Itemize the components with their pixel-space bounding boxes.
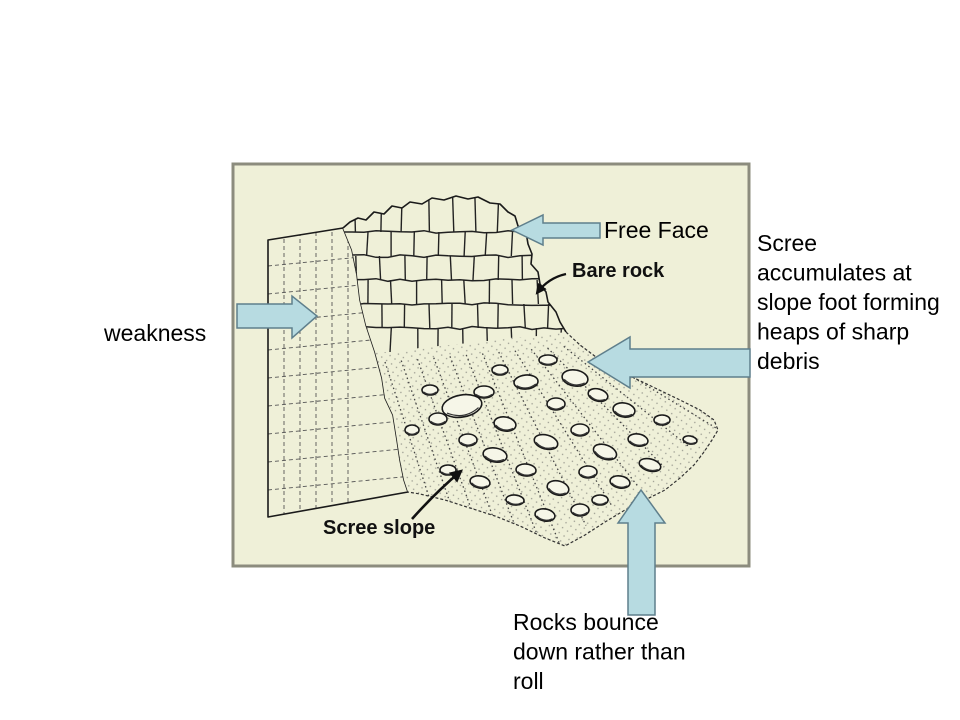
boulder	[539, 355, 557, 365]
free-face-label: Free Face	[604, 217, 709, 243]
scree-note-line: heaps of sharp	[757, 319, 909, 345]
scree-note-line: accumulates at	[757, 260, 912, 286]
vertical-joint	[548, 304, 549, 328]
boulder	[405, 425, 419, 435]
vertical-joint	[442, 280, 443, 304]
boulder	[459, 434, 477, 446]
vertical-joint	[414, 232, 415, 256]
scree-note-line: debris	[757, 348, 820, 374]
rocks-note-line: down rather than	[513, 639, 686, 665]
boulder	[571, 504, 589, 516]
scree-note-line: Scree	[757, 230, 817, 256]
rocks-note-line: Rocks bounce	[513, 609, 659, 635]
scree-note-line: slope foot forming	[757, 289, 940, 315]
boulder	[654, 415, 670, 425]
boulder	[579, 466, 597, 478]
scree-slope-label: Scree slope	[323, 517, 435, 539]
vertical-joint	[438, 232, 439, 256]
vertical-joint	[498, 256, 499, 280]
vertical-joint	[478, 304, 479, 328]
boulder	[571, 424, 589, 436]
boulder	[474, 386, 494, 398]
vertical-joint	[475, 196, 476, 232]
bare-rock-label: Bare rock	[572, 260, 665, 282]
scree-note: Scree accumulates at slope foot forming …	[757, 230, 946, 374]
weakness-label: weakness	[103, 320, 206, 346]
boulder	[592, 495, 608, 505]
rocks-note: Rocks bounce down rather than roll	[513, 609, 692, 694]
boulder	[492, 365, 508, 375]
boulder	[422, 385, 438, 395]
boulder	[429, 413, 447, 425]
boulder	[547, 398, 565, 410]
vertical-joint	[429, 196, 430, 232]
rocks-note-line: roll	[513, 668, 544, 694]
boulder	[440, 465, 456, 475]
vertical-joint	[512, 280, 513, 304]
vertical-joint	[429, 304, 430, 328]
